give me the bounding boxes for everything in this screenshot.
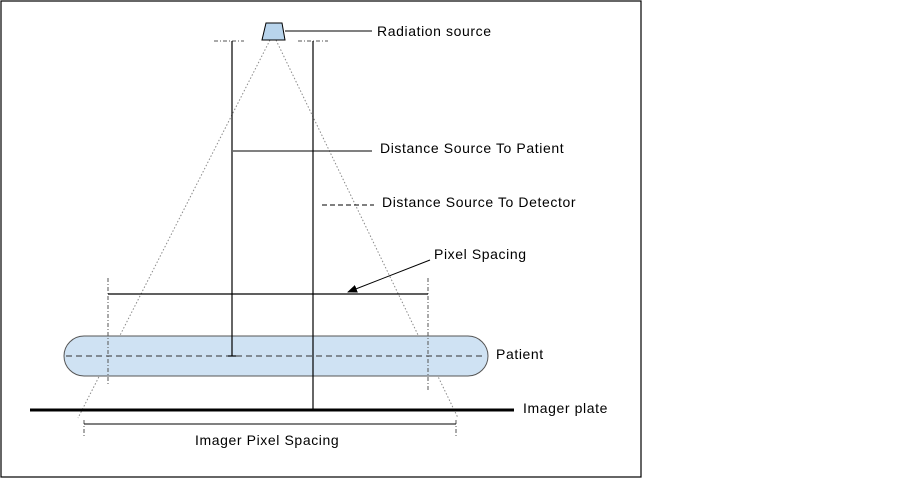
imager-pixel-spacing-label: Imager Pixel Spacing [195, 432, 339, 448]
distance-source-to-patient-label: Distance Source To Patient [380, 140, 564, 156]
beam-edge-left [77, 39, 271, 419]
distance-source-to-detector-label: Distance Source To Detector [382, 194, 576, 210]
imager-plate-label: Imager plate [523, 400, 608, 416]
diagram-frame [0, 0, 642, 478]
pixel-spacing-pointer [347, 259, 431, 293]
patient-label: Patient [496, 346, 544, 362]
radiation-source-label: Radiation source [377, 23, 492, 39]
radiation-source-icon [261, 22, 286, 41]
pixel-spacing-label: Pixel Spacing [434, 246, 527, 262]
